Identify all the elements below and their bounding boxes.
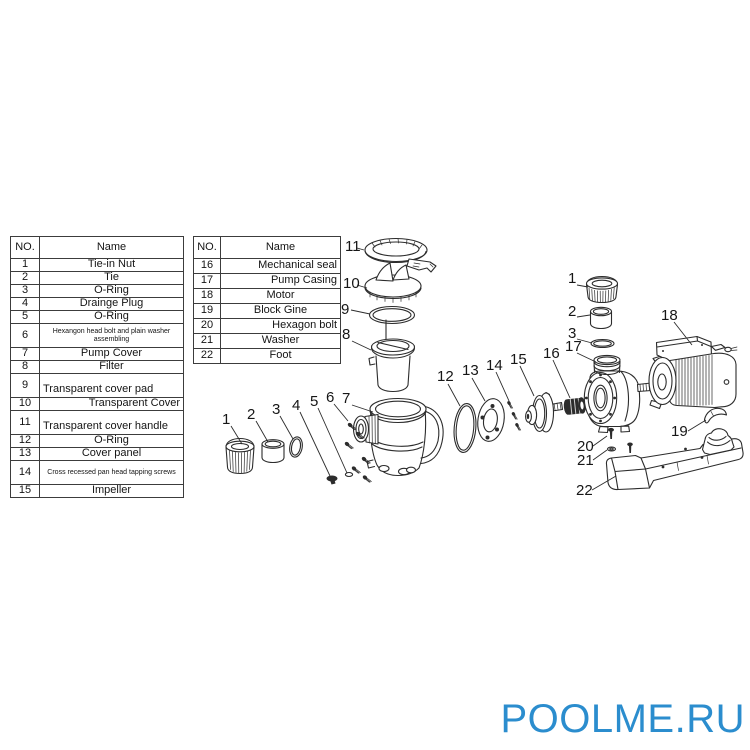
callout-2-right: 2: [568, 303, 576, 320]
callout-15: 15: [510, 351, 527, 368]
part-o-ring-large: [453, 403, 477, 453]
part-drainage-plug: [326, 475, 338, 485]
callout-10: 10: [343, 275, 360, 292]
part-mechanical-seal: [563, 397, 586, 415]
part-name-cell: Transparent cover pad: [39, 373, 184, 398]
callout-13: 13: [462, 362, 479, 379]
callout-14: 14: [486, 357, 503, 374]
callout-7: 7: [342, 390, 350, 407]
callout-11: 11: [345, 238, 361, 255]
table-header: NO. Name: [10, 236, 184, 259]
part-name-cell: Foot: [220, 348, 341, 364]
callout-1-right: 1: [568, 270, 576, 287]
part-name-cell: Hexagon bolt: [220, 318, 341, 334]
callout-6: 6: [326, 389, 334, 406]
callout-3-left: 3: [272, 401, 280, 418]
watermark-text: POOLME.RU: [500, 697, 745, 741]
part-block-gine: [703, 407, 728, 424]
part-pump-cover: [352, 397, 444, 477]
part-foot: [605, 428, 744, 491]
part-motor: [636, 335, 738, 410]
callout-8: 8: [342, 326, 350, 343]
callout-labels: 1 2 3 4 5 6 7 8 9 10 11 12 13 14 15 16 1…: [222, 238, 688, 499]
table-header: NO. Name: [193, 236, 341, 259]
part-transparent-cover: [364, 262, 422, 303]
leader-lines: [230, 247, 707, 491]
callout-17: 17: [565, 338, 582, 355]
part-tie-in-nut-right: [585, 275, 619, 304]
part-impeller: [525, 391, 564, 433]
callout-20: 20: [577, 438, 594, 455]
part-name-cell: Cross recessed pan head tapping screws: [39, 460, 184, 485]
callout-16: 16: [543, 345, 560, 362]
part-o-ring-left: [289, 436, 303, 458]
part-tie-in-nut-left: [225, 437, 255, 475]
callout-22: 22: [576, 482, 593, 499]
callout-2-left: 2: [247, 406, 255, 423]
callout-3-right: 3: [568, 325, 576, 342]
part-hex-bolts: [344, 422, 372, 483]
callout-9: 9: [341, 301, 349, 318]
callout-1-left: 1: [222, 411, 230, 428]
part-o-ring-small: [344, 471, 354, 478]
part-filter-basket: [368, 319, 416, 393]
part-name-cell: Impeller: [39, 484, 184, 498]
callout-12: 12: [437, 368, 454, 385]
part-no-cell: 14: [10, 460, 40, 485]
part-tie-right: [589, 306, 613, 330]
part-hexagon-bolt: [608, 427, 633, 453]
part-transparent-cover-pad: [368, 305, 416, 325]
callout-19: 19: [671, 423, 688, 440]
part-tapping-screws: [507, 401, 522, 431]
part-no-cell: 6: [10, 323, 40, 348]
callout-18: 18: [661, 307, 678, 324]
callout-4: 4: [292, 397, 300, 414]
part-name-cell: Hexangon head bolt and plain washer asse…: [39, 323, 184, 348]
part-cover-panel: [477, 398, 505, 442]
callout-5: 5: [310, 393, 318, 410]
part-pump-casing: [583, 354, 641, 434]
part-transparent-cover-handle: [364, 237, 437, 273]
callout-21: 21: [577, 452, 594, 469]
part-tie-left: [261, 439, 285, 464]
part-washer: [606, 446, 617, 452]
part-o-ring-right: [590, 338, 615, 349]
